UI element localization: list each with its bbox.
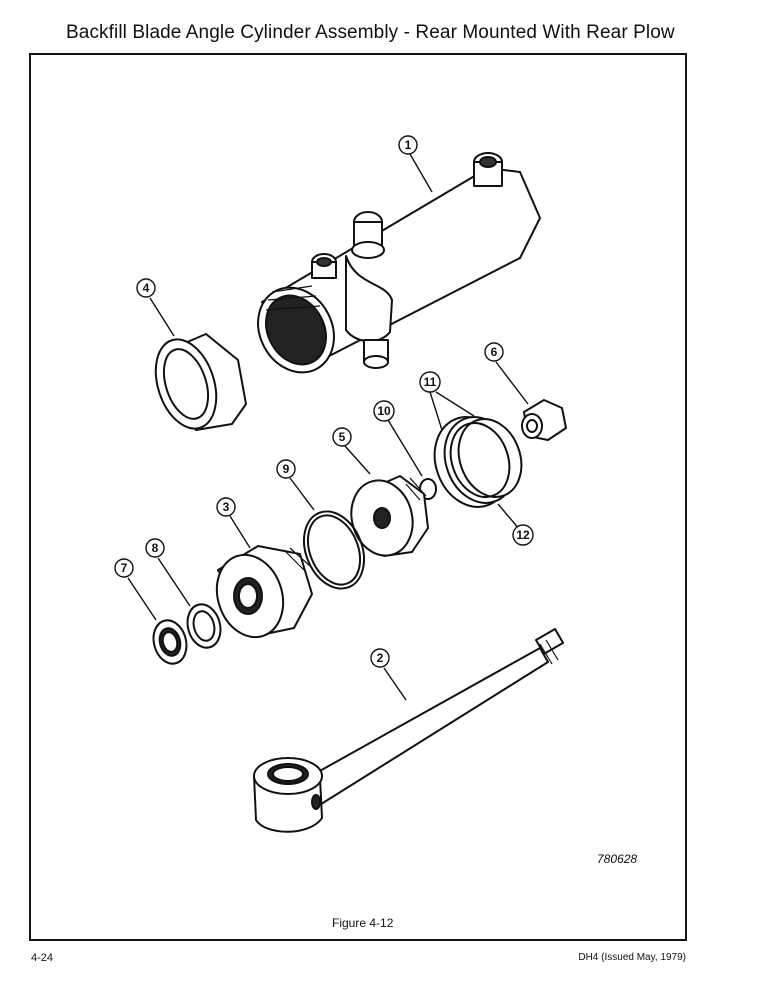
callout-5: 5 <box>332 427 352 447</box>
nut-part <box>521 399 567 441</box>
callout-4: 4 <box>136 278 156 298</box>
piston-seal-part <box>433 416 523 508</box>
piston-rod-part <box>253 628 565 833</box>
svg-text:2: 2 <box>377 651 384 665</box>
wiper-part <box>152 619 188 665</box>
callout-12: 12 <box>512 524 534 546</box>
svg-text:5: 5 <box>339 430 346 444</box>
head-gland-nut-part <box>154 333 247 431</box>
svg-text:7: 7 <box>121 561 128 575</box>
piston-part <box>215 545 313 639</box>
svg-text:3: 3 <box>223 500 230 514</box>
callout-1: 1 <box>398 135 418 155</box>
svg-text:12: 12 <box>516 528 530 542</box>
o-ring-part <box>303 510 365 590</box>
callout-9: 9 <box>276 459 296 479</box>
svg-text:9: 9 <box>283 462 290 476</box>
callout-10: 10 <box>373 400 395 422</box>
page-title: Backfill Blade Angle Cylinder Assembly -… <box>66 22 675 43</box>
callout-2: 2 <box>370 648 390 668</box>
page-number: 4-24 <box>31 952 54 964</box>
callout-11: 11 <box>419 371 441 393</box>
issue-info: DH4 (Issued May, 1979) <box>578 952 686 963</box>
svg-text:10: 10 <box>377 404 391 418</box>
svg-text:11: 11 <box>424 375 437 389</box>
gland-part <box>350 475 429 557</box>
svg-text:6: 6 <box>491 345 498 359</box>
seal-part <box>186 603 222 649</box>
callout-6: 6 <box>484 342 504 362</box>
cylinder-barrel-part <box>257 152 541 374</box>
callout-7: 7 <box>114 558 134 578</box>
figure-frame <box>29 53 687 941</box>
leader-lines <box>127 153 529 701</box>
figure-id: 780628 <box>597 852 638 866</box>
callout-8: 8 <box>145 538 165 558</box>
figure-caption: Figure 4-12 <box>332 916 394 930</box>
svg-text:1: 1 <box>405 138 412 152</box>
callout-3: 3 <box>216 497 236 517</box>
svg-text:4: 4 <box>143 281 150 295</box>
svg-text:8: 8 <box>152 541 159 555</box>
